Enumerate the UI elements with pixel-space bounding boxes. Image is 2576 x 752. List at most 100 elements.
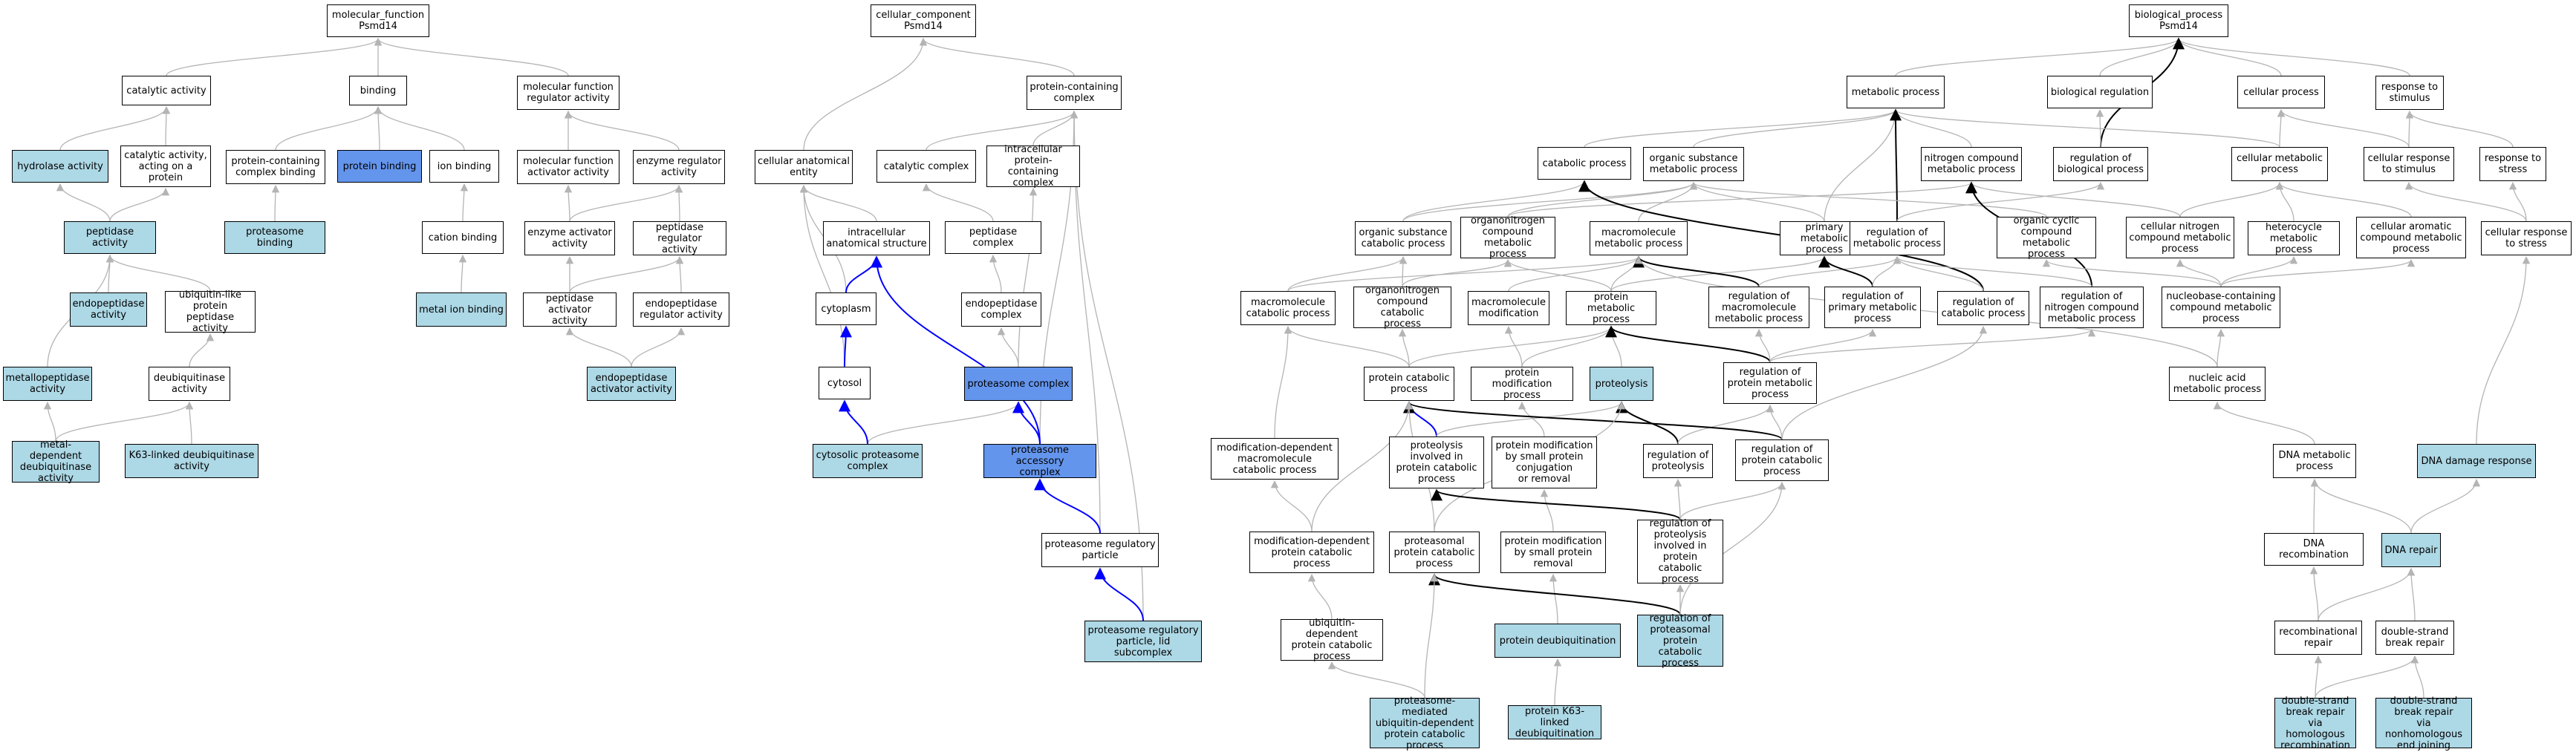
edge-cell_met-to-cellular_process — [2277, 108, 2286, 148]
node-metal-ion-binding: metal ion binding — [416, 292, 507, 327]
edge-endopeptidase_act-to-endopeptidase_reg — [631, 327, 686, 367]
edge-intra_anat-to-cell_anat — [799, 184, 877, 222]
edge-macro_cat-to-org_sub_cat — [1287, 255, 1408, 292]
edge-ub_dep-to-mod_dep_protein — [1307, 573, 1333, 620]
edge-orgN_cat-to-orgN_met — [1402, 258, 1512, 287]
node-response-to-stress: response to stress — [2479, 147, 2546, 181]
edge-enzyme_act-to-mf_activator — [564, 184, 573, 222]
edge-reg_met-to-reg_bio — [1896, 181, 2105, 222]
edge-nucleobase-to-cell_N_met — [2176, 258, 2222, 287]
node-regulation-of-proteasomal-protein-catabolic-process: regulation of proteasomal protein catabo… — [1637, 613, 1723, 669]
node-protein-modification-process: protein modification process — [1471, 367, 1573, 401]
node-organonitrogen-compound-metabolic-process: organonitrogen compound metabolic proces… — [1460, 215, 1555, 260]
node-intracellular-anatomical-structure: intracellular anatomical structure — [823, 221, 930, 255]
node-regulation-of-primary-metabolic-process: regulation of primary metabolic process — [1824, 287, 1921, 328]
node-cation-binding: cation binding — [422, 221, 504, 254]
node-peptidase-complex: peptidase complex — [945, 221, 1041, 254]
node-cytoplasm: cytoplasm — [816, 292, 876, 325]
edge-k63_deubq-to-protein_deub — [1553, 658, 1562, 706]
node-dna-damage-response: DNA damage response — [2417, 444, 2536, 478]
node-biological-regulation: biological regulation — [2047, 76, 2153, 108]
edge-protein_cat-to-macro_cat — [1284, 325, 1410, 367]
node-protein-metabolic-process: protein metabolic process — [1566, 291, 1656, 325]
edge-primary_met-to-metabolic — [1824, 108, 1900, 222]
edge-macro_cat-to-macro_met — [1287, 255, 1642, 292]
node-catalytic-activity: catalytic activity — [122, 76, 211, 105]
node-ubiquitin-dependent-protein-catabolic-process: ubiquitin-dependent protein catabolic pr… — [1281, 618, 1383, 662]
edge-cyto_proteasome-to-cytosol — [839, 399, 868, 445]
edge-reg_proteasomal-to-reg_protein_cat — [1679, 481, 1786, 615]
node-organic-substance-catabolic-process: organic substance catabolic process — [1355, 221, 1451, 255]
node-catabolic-process: catabolic process — [1538, 147, 1631, 180]
edge-reg_protein_cat-to-protein_cat — [1403, 401, 1783, 440]
node-endopeptidase-complex: endopeptidase complex — [961, 292, 1041, 327]
node-nitrogen-compound-metabolic-process: nitrogen compound metabolic process — [1921, 147, 2022, 181]
node-nucleobase-containing-compound-metabolic-process: nucleobase-containing compound metabolic… — [2162, 287, 2280, 328]
node-regulation-of-biological-process: regulation of biological process — [2053, 147, 2148, 181]
edge-nucleobase-to-heterocycle — [2220, 255, 2298, 287]
edge-recomb_repair-to-dna_recomb — [2309, 566, 2319, 621]
edge-mod_dep_macro-to-macro_cat — [1274, 325, 1292, 439]
node-macromolecule-catabolic-process: macromolecule catabolic process — [1240, 291, 1336, 325]
node-cellular-anatomical-entity: cellular anatomical entity — [755, 150, 853, 184]
node-protein-k63-linked-deubiquitination: protein K63-linked deubiquitination — [1508, 705, 1601, 739]
edge-pm_removal-to-pm_small — [1540, 488, 1554, 532]
node-cytosolic-proteasome-complex: cytosolic proteasome complex — [813, 444, 923, 478]
edge-deubiquitinase-to-ubl_peptidase — [189, 333, 215, 367]
edge-cytosol-to-cell_anat — [799, 184, 845, 367]
edge-primary_met-to-org_sub_met — [1689, 181, 1825, 222]
edge-reg_macro-to-reg_met — [1758, 255, 1902, 287]
node-dna-recombination: DNA recombination — [2264, 533, 2364, 566]
edge-reg_proteasomal-to-proteasomal_cat — [1428, 573, 1681, 615]
edge-pm_small-to-protein_mod — [1518, 401, 1545, 437]
node-intracellular-protein-containing-complex: intracellular protein-containing complex — [986, 144, 1080, 189]
edge-recomb_repair-to-dna_repair — [2318, 567, 2416, 621]
edge-nitrogen_met-to-metabolic — [1891, 108, 1972, 148]
edge-protein_deub-to-pm_removal — [1549, 573, 1558, 624]
edge-reg_proteolysis-to-reg_protein_met — [1677, 404, 1775, 445]
edge-proteasome_med-to-proteasomal_cat — [1424, 573, 1439, 699]
node-peptidase-activator-activity: peptidase activator activity — [523, 292, 617, 327]
edge-dna_recomb-to-dna_met — [2310, 478, 2319, 534]
node-proteasome-binding: proteasome binding — [224, 221, 325, 254]
node-organonitrogen-compound-catabolic-process: organonitrogen compound catabolic proces… — [1353, 285, 1451, 330]
edge-proteasome_lid-to-proteasome_rp — [1094, 567, 1144, 621]
edge-dna_repair-to-dna_met — [2310, 478, 2412, 534]
edge-protein_cat-to-orgN_cat — [1398, 328, 1410, 367]
node-recombinational-repair: recombinational repair — [2274, 621, 2362, 655]
node-cytosol: cytosol — [819, 367, 871, 399]
node-double-strand-break-repair-via-homologous-recombination: double-strand break repair via homologou… — [2274, 696, 2356, 751]
edge-resp_stress-to-resp_stim — [2405, 110, 2514, 148]
edge-proteasome_complex-to-endo_complex — [997, 327, 1019, 367]
node-cc-root: cellular_component Psmd14 — [871, 4, 976, 37]
edge-proteasome_complex-to-intra_pc — [1018, 187, 1038, 367]
node-nucleic-acid-metabolic-process: nucleic acid metabolic process — [2169, 367, 2266, 401]
node-proteasome-regulatory-particle-lid: proteasome regulatory particle, lid subc… — [1084, 621, 1202, 662]
edge-reg_protein_cat-to-reg_cat — [1781, 325, 1988, 440]
node-protein-catabolic-process: protein catabolic process — [1364, 367, 1454, 401]
node-protein-modification-by-small-protein-conjugation-or-removal: protein modification by small protein co… — [1492, 437, 1597, 488]
edge-cyto_proteasome-to-proteasome_complex — [867, 401, 1023, 445]
edge-reg_primary-to-reg_met — [1872, 255, 1902, 287]
node-cellular-metabolic-process: cellular metabolic process — [2231, 147, 2328, 181]
edge-cell_resp_stress-to-resp_stress — [2508, 181, 2527, 222]
node-dna-metabolic-process: DNA metabolic process — [2273, 444, 2356, 478]
edge-dsb_repair-to-dna_repair — [2407, 567, 2416, 621]
node-heterocycle-metabolic-process: heterocycle metabolic process — [2248, 221, 2340, 255]
node-ubiquitin-like-peptidase-activity: ubiquitin-like protein peptidase activit… — [165, 290, 256, 334]
edge-ubl_peptidase-to-peptidase — [105, 254, 211, 292]
edge-peptidase_reg-to-enzyme_reg — [674, 184, 683, 222]
node-metal-dependent-deubiquitinase-activity: metal-dependent deubiquitinase activity — [12, 439, 100, 484]
node-deubiquitinase-activity: deubiquitinase activity — [149, 367, 230, 401]
edge-protein_met-to-orgN_met — [1503, 258, 1612, 292]
node-proteasome-complex: proteasome complex — [964, 367, 1073, 401]
edge-endopeptidase_reg-to-peptidase_reg — [675, 255, 684, 293]
node-proteasome-mediated-ubiquitin-dependent-protein-catabolic-process: proteasome-mediated ubiquitin-dependent … — [1370, 696, 1480, 751]
node-endopeptidase-activator-activity: endopeptidase activator activity — [587, 367, 676, 401]
edge-catalytic-to-mf_root — [166, 37, 383, 76]
edge-reg_primary-to-primary_met — [1818, 255, 1873, 287]
edge-reg_met-to-metabolic — [1890, 108, 1902, 222]
edge-reg_macro-to-macro_met — [1633, 255, 1760, 287]
edge-proteasome_accessory-to-intra_anat — [871, 255, 1041, 445]
node-cellular-response-to-stress: cellular response to stress — [2481, 221, 2572, 255]
